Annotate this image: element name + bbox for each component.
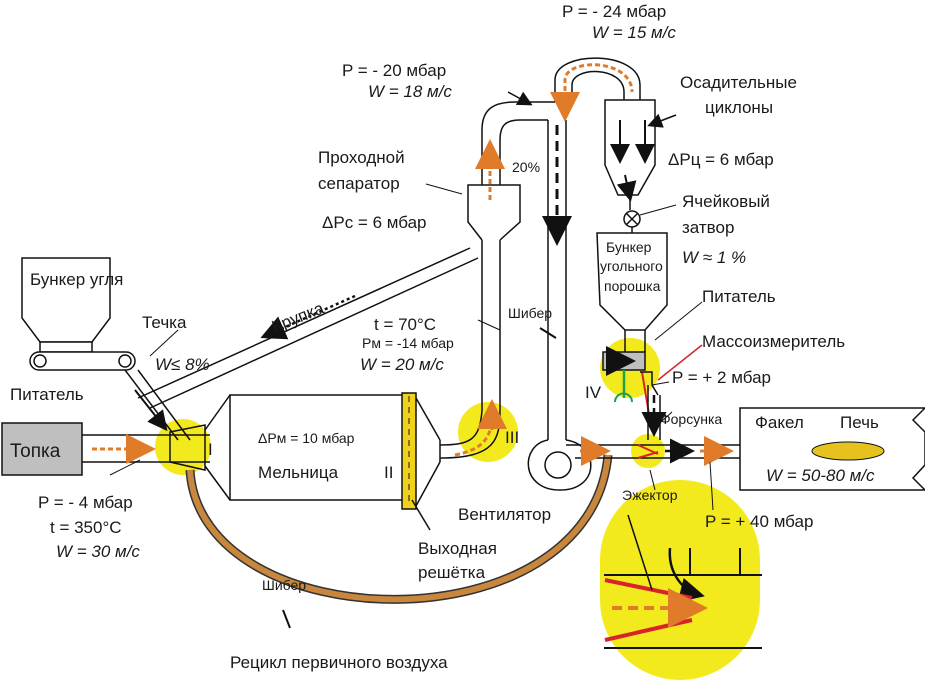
label-w20: W = 20 м/с [360, 355, 444, 374]
label-separator-2: сепаратор [318, 174, 400, 193]
label-feeder-right: Питатель [702, 287, 776, 306]
label-dp-sep: ΔPс = 6 мбар [322, 213, 427, 232]
label-dust-bunker-3: порошка [604, 278, 661, 294]
label-fakel: Факел [755, 413, 804, 432]
label-cyclones-1: Осадительные [680, 73, 797, 92]
label-w18: W = 18 м/с [368, 82, 452, 101]
krupka-return-pipe-top [137, 247, 471, 399]
chute-arrow [134, 389, 168, 432]
label-feeder-left: Питатель [10, 385, 84, 404]
label-recycle: Рецикл первичного воздуха [230, 653, 448, 672]
label-dust-bunker-1: Бункер [606, 239, 652, 255]
label-pm14: Pм = -14 мбар [362, 335, 454, 351]
label-pech: Печь [840, 413, 879, 432]
mill-body [229, 394, 406, 501]
shiber-top-damper [539, 327, 557, 339]
label-topka: Топка [10, 441, 61, 462]
label-stage-I: I [208, 440, 213, 459]
furnace-box [1, 422, 83, 476]
label-coal-bunker: Бункер угля [30, 270, 123, 289]
inlet-I [169, 424, 206, 471]
label-w30: W = 30 м/с [56, 542, 140, 561]
label-outlet-grate-1: Выходная [418, 539, 497, 558]
zone-I-highlight [155, 419, 211, 475]
settling-cyclone [604, 99, 656, 196]
label-p-plus40: P = + 40 мбар [705, 512, 813, 531]
pass-separator [467, 184, 521, 241]
label-p20: P = - 20 мбар [342, 61, 446, 80]
label-mill: Мельница [258, 463, 339, 482]
label-ejector: Эжектор [622, 487, 678, 503]
label-outlet-grate-2: решётка [418, 563, 486, 582]
label-mass-meter: Массоизмеритель [702, 332, 845, 351]
label-dp-cyc: ΔPц = 6 мбар [668, 150, 774, 169]
label-p-minus4: P = - 4 мбар [38, 493, 133, 512]
label-fan: Вентилятор [458, 505, 551, 524]
label-cyclones-2: циклоны [705, 98, 773, 117]
label-w15: W = 15 м/с [592, 23, 676, 42]
label-stage-IV: IV [585, 383, 602, 402]
label-dp-mill: ΔPм = 10 мбар [258, 430, 355, 446]
label-p24: P = - 24 мбар [562, 2, 666, 21]
recycle-damper [282, 609, 291, 629]
label-pct20: 20% [512, 159, 540, 175]
label-shiber-bottom: Шибер [262, 577, 306, 593]
ejector-highlight [631, 434, 665, 468]
label-cell-gate-1: Ячейковый [682, 192, 770, 211]
label-t70: t = 70°C [374, 315, 436, 334]
label-mill-num: II [384, 463, 393, 482]
flame [811, 441, 885, 461]
label-shiber-top: Шибер [508, 305, 552, 321]
label-w50-80: W = 50-80 м/с [766, 466, 875, 485]
label-dust-bunker-2: угольного [600, 258, 663, 274]
label-forsunka: Форсунка [660, 411, 722, 427]
label-w-techka: W≤ 8% [155, 355, 210, 374]
krupka-arrow [260, 294, 356, 340]
label-t350: t = 350°C [50, 518, 122, 537]
mass-meter [640, 371, 659, 396]
label-cell-gate-2: затвор [682, 218, 734, 237]
label-w1: W ≈ 1 % [682, 248, 746, 267]
label-p-plus2: P = + 2 мбар [672, 368, 771, 387]
label-techka: Течка [142, 313, 187, 332]
feeder-left-belt [29, 351, 136, 371]
label-separator-1: Проходной [318, 148, 405, 167]
label-stage-III: III [505, 428, 519, 447]
